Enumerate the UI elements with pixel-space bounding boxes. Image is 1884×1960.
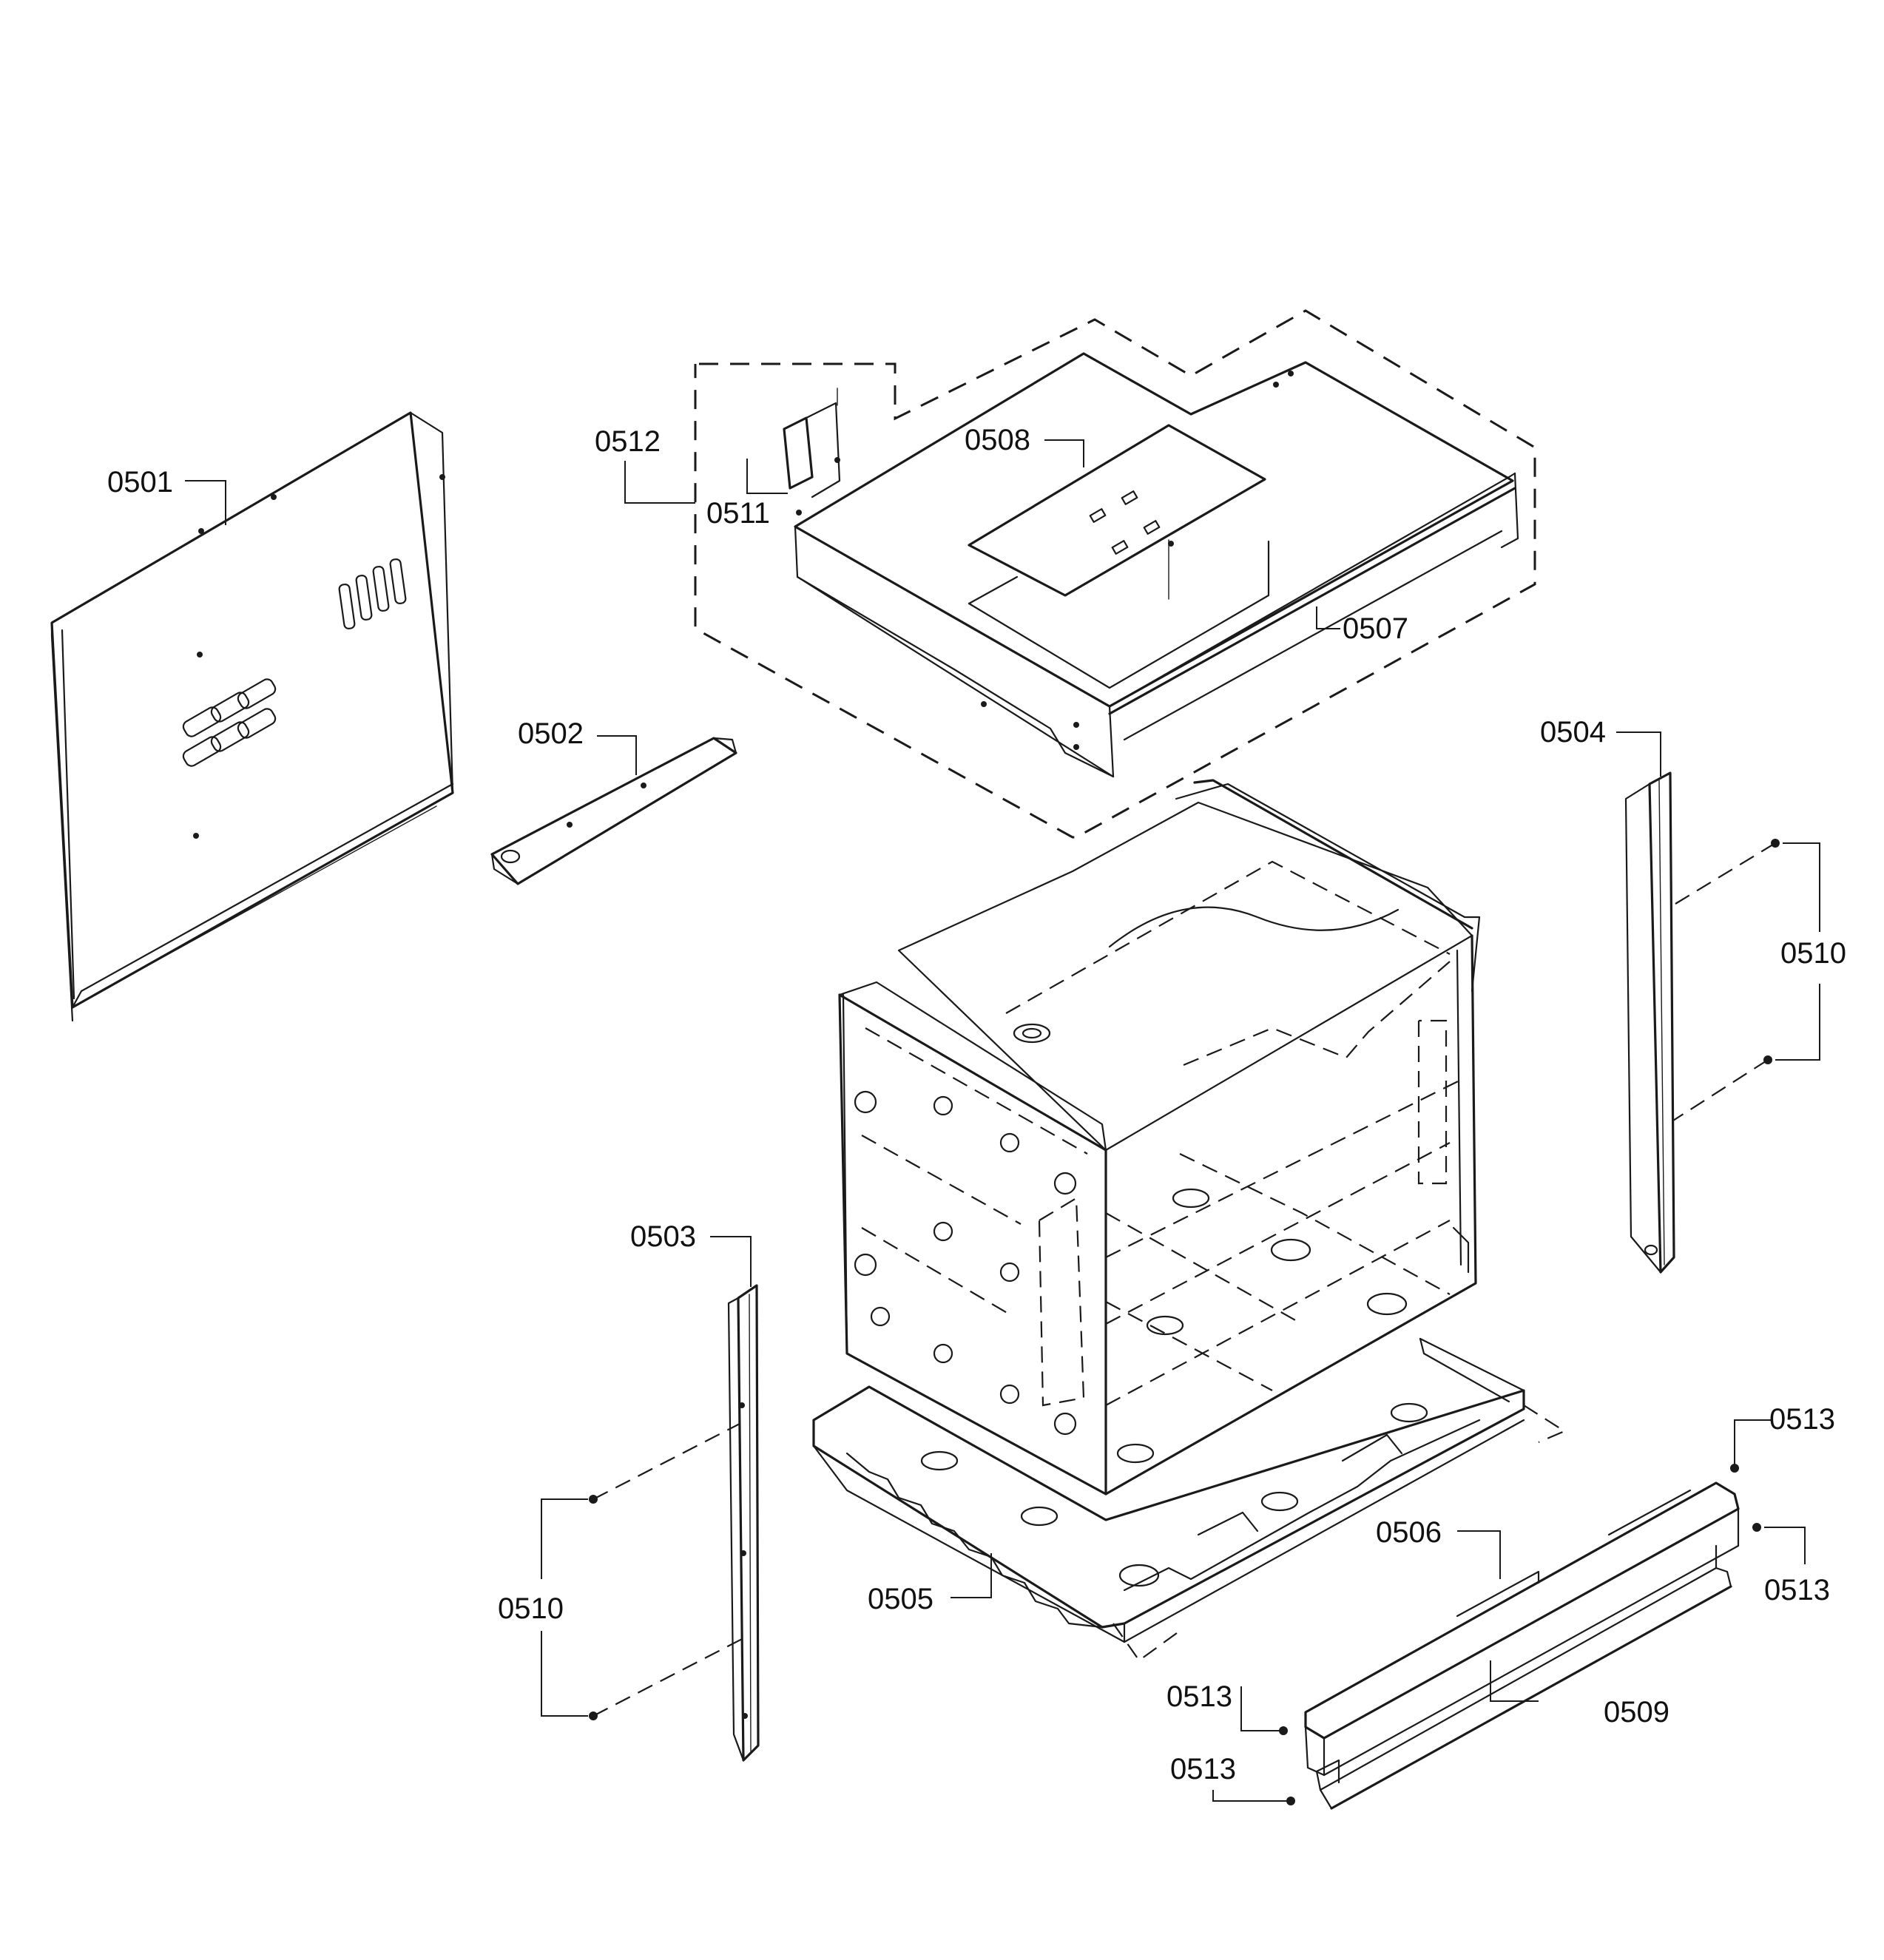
part-0511-small-bracket [783, 388, 841, 499]
label-0502: 0502 [518, 717, 584, 750]
label-0506: 0506 [1376, 1516, 1442, 1549]
label-0510-right: 0510 [1780, 937, 1846, 970]
label-0509: 0509 [1604, 1696, 1669, 1728]
label-0501: 0501 [107, 466, 173, 499]
label-0510-left: 0510 [498, 1592, 564, 1625]
callout-labels: 0501 0502 0503 0504 0505 0506 0507 0508 … [107, 424, 1846, 1785]
label-0513-d: 0513 [1170, 1753, 1236, 1785]
label-0513-a: 0513 [1769, 1403, 1835, 1436]
part-0507-top-cover [794, 352, 1519, 778]
label-0513-b: 0513 [1764, 1574, 1830, 1606]
label-0505: 0505 [868, 1583, 933, 1615]
screws-0510-0513 [589, 839, 1780, 1805]
part-0509-lower-trim [1315, 1544, 1732, 1810]
part-0501-side-panel [50, 411, 454, 1022]
label-0503: 0503 [630, 1220, 696, 1253]
part-0506-front-trim [1304, 1481, 1740, 1777]
part-0508-plate [968, 424, 1270, 689]
label-0513-c: 0513 [1166, 1680, 1232, 1713]
label-0512: 0512 [595, 425, 661, 458]
label-0507: 0507 [1343, 612, 1408, 645]
label-0504: 0504 [1540, 716, 1606, 748]
vent-slots-lower [182, 678, 277, 767]
vent-slots-upper [338, 558, 407, 630]
part-0503-left-trim [727, 1284, 760, 1762]
leader-lines [185, 439, 1820, 1802]
part-0504-right-trim [1624, 771, 1675, 1274]
part-0505-base-tray [812, 1337, 1567, 1662]
part-0502-bracket [490, 737, 737, 885]
label-0508: 0508 [965, 424, 1030, 456]
part-0512-assembly-outline [694, 309, 1536, 839]
main-cavity-frame [838, 779, 1481, 1496]
label-0511: 0511 [706, 497, 770, 530]
